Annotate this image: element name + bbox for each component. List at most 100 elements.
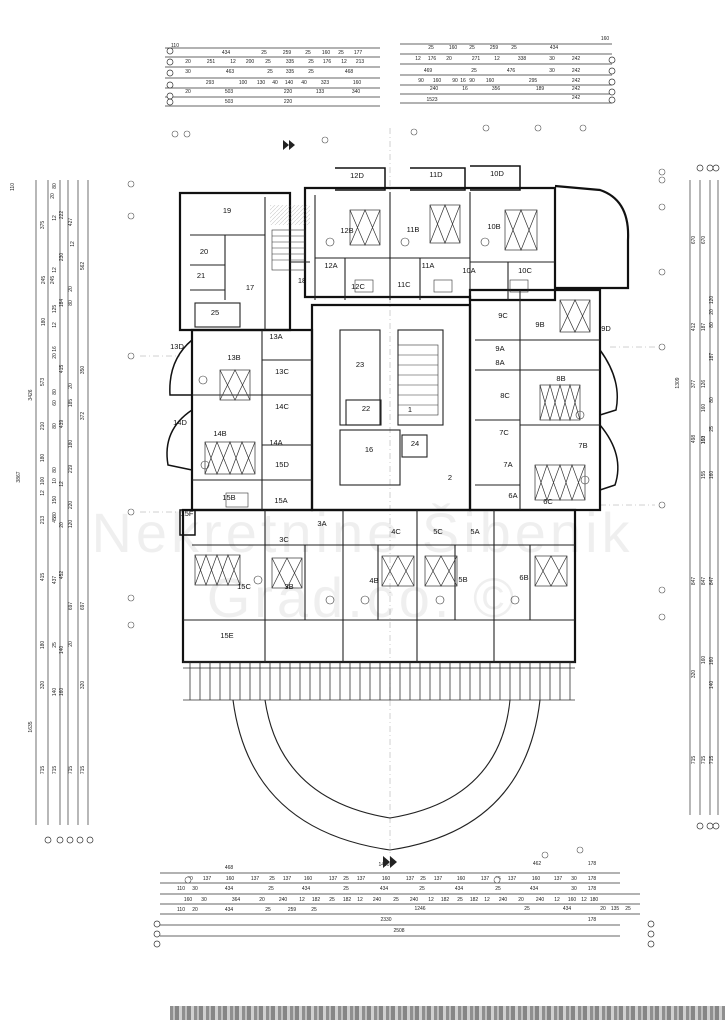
- dimension-label: 715: [40, 766, 46, 775]
- watermark-text: Nekretnine Šibenik Grad.co. ©: [91, 501, 634, 629]
- dimension-label: 20: [185, 59, 191, 65]
- dimension-label: 230: [59, 253, 65, 262]
- dimension-label: 180: [40, 454, 46, 463]
- dimension-label: 25: [311, 907, 317, 913]
- dimension-label: 80: [68, 300, 74, 306]
- dimension-label: 242: [572, 78, 581, 84]
- dimension-label: 434: [380, 886, 389, 892]
- dimension-label: 140: [709, 681, 715, 690]
- dimension-label: 12: [484, 897, 490, 903]
- room-label: 9D: [601, 324, 611, 333]
- dimension-label: 30: [192, 886, 198, 892]
- dimension-label: 135: [611, 906, 620, 912]
- dimension-label: 160: [701, 656, 707, 665]
- furniture: [198, 237, 590, 605]
- room-label: 3C: [279, 535, 289, 544]
- dimension-label: 30: [185, 69, 191, 75]
- room-label: 6B: [519, 573, 528, 582]
- dimension-label: 110: [171, 43, 179, 49]
- dimension-label: 335: [286, 59, 295, 65]
- room-label: 13A: [269, 332, 282, 341]
- dimension-label: 20: [52, 353, 58, 359]
- dimension-label: 356: [492, 86, 501, 92]
- room-label: 12D: [350, 171, 364, 180]
- room-label: 10C: [518, 266, 532, 275]
- room-label: 17: [246, 283, 254, 292]
- dimension-label: 210: [40, 422, 46, 431]
- dimension-label: 1246: [414, 906, 425, 912]
- dimension-label: 25: [420, 876, 426, 882]
- dimension-label: 25: [471, 68, 477, 74]
- dimension-label: 182: [343, 897, 352, 903]
- bottom-dimension-labels: 4681400462178301371601372513716013725137…: [177, 861, 631, 934]
- dimension-label: 25: [495, 886, 501, 892]
- dimension-label: 180: [41, 318, 47, 327]
- room-label: 22: [362, 404, 370, 413]
- dimension-label: 20: [68, 641, 74, 647]
- dimension-label: 160: [601, 36, 610, 42]
- dimension-label: 30: [571, 876, 577, 882]
- room-label: 23: [356, 360, 364, 369]
- room-label: 24: [411, 439, 419, 448]
- room-label: 3B: [284, 582, 293, 591]
- grid-axis-markers: [127, 124, 666, 884]
- left-axis-bubbles: [44, 836, 94, 844]
- dimension-label: 140: [52, 688, 58, 697]
- dimension-label: 45: [52, 517, 58, 523]
- dimension-label: 110: [177, 907, 185, 913]
- dimension-label: 40: [272, 80, 278, 86]
- dimension-label: 25: [343, 876, 349, 882]
- dimension-label: 160: [226, 876, 235, 882]
- dimension-label: 160: [709, 657, 715, 666]
- bay-windows: [166, 165, 619, 536]
- dimension-label: 670: [701, 236, 707, 245]
- dimension-label: 562: [80, 262, 86, 271]
- dimension-label: 715: [80, 766, 86, 775]
- dimension-label: 715: [68, 766, 74, 775]
- dimension-label: 415: [59, 365, 65, 374]
- dimension-label: 20: [185, 89, 191, 95]
- dimension-label: 120: [68, 520, 74, 529]
- dimension-label: 177: [354, 50, 363, 56]
- dimension-label: 25: [428, 45, 434, 51]
- dimension-label: 137: [434, 876, 443, 882]
- dimension-label: 137: [203, 876, 212, 882]
- dimension-label: 434: [530, 886, 539, 892]
- dimension-label: 110: [10, 183, 16, 191]
- dimension-label: 178: [588, 861, 597, 867]
- dimension-label: 25: [269, 876, 275, 882]
- dimension-label: 220: [68, 501, 74, 510]
- dimension-label: 434: [225, 886, 234, 892]
- dimension-label: 295: [529, 78, 538, 84]
- room-label: 16: [365, 445, 373, 454]
- dimension-label: 222: [59, 211, 65, 220]
- dimension-label: 160: [184, 897, 193, 903]
- room-label: 15C: [237, 582, 251, 591]
- room-label: 13C: [275, 367, 289, 376]
- dimension-label: 12: [52, 215, 58, 221]
- room-label: 1: [408, 405, 412, 414]
- room-label: 9B: [535, 320, 544, 329]
- dimension-label: 25: [268, 886, 274, 892]
- dimension-label: 160: [382, 876, 391, 882]
- dimension-label: 715: [691, 756, 697, 765]
- dimension-label: 25: [52, 642, 58, 648]
- dimension-label: 1309: [675, 377, 681, 388]
- dimension-label: 25: [709, 426, 715, 432]
- dimension-label: 415: [40, 573, 46, 582]
- room-label: 11B: [407, 225, 420, 234]
- dimension-label: 697: [80, 602, 86, 611]
- room-label: 14B: [213, 429, 226, 438]
- dimension-label: 847: [709, 577, 715, 586]
- dimension-label: 20: [446, 56, 452, 62]
- dimension-label: 271: [472, 56, 481, 62]
- dimension-label: 137: [251, 876, 260, 882]
- dimension-label: 350: [80, 366, 86, 375]
- dimension-label: 242: [572, 95, 581, 101]
- dimension-label: 125: [52, 305, 58, 314]
- dimension-label: 180: [40, 641, 46, 650]
- staircases: [271, 229, 439, 416]
- room-label: 13B: [227, 353, 240, 362]
- dimension-label: 25: [329, 897, 335, 903]
